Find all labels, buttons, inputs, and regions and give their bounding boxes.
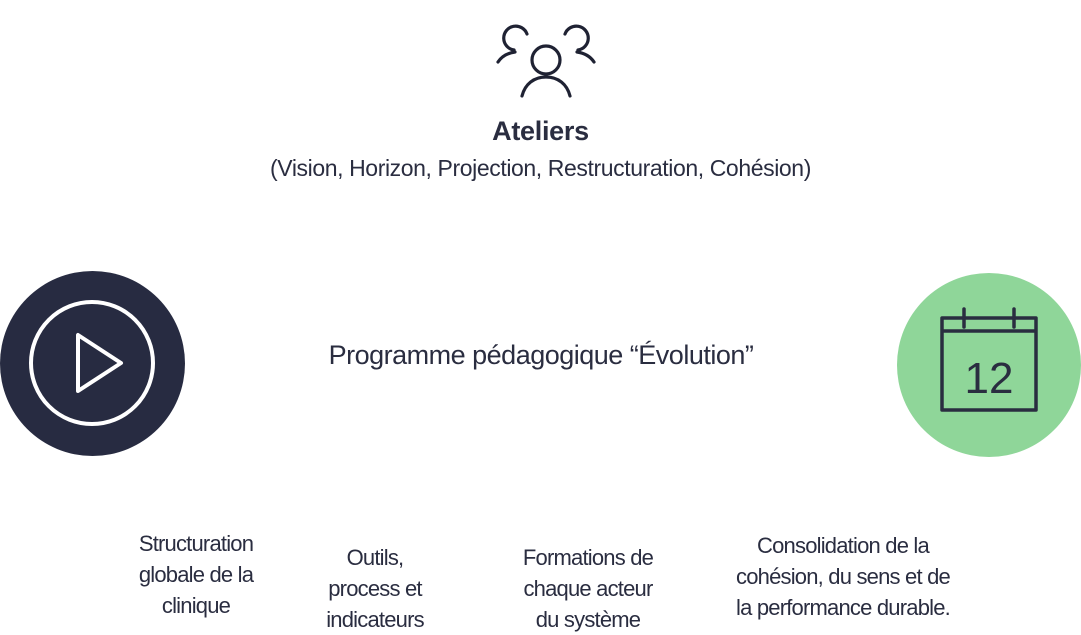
column-line: Consolidation de la (757, 533, 930, 558)
ateliers-title: Ateliers (492, 116, 589, 146)
column-line: du système (535, 607, 641, 632)
column-line: clinique (161, 593, 231, 618)
play-button[interactable] (0, 271, 185, 456)
play-icon (29, 300, 155, 426)
column-consolidation: Consolidation de la cohésion, du sens et… (705, 530, 981, 623)
calendar-day: 12 (965, 354, 1014, 403)
calendar-badge: 12 (897, 273, 1081, 457)
column-line: chaque acteur (523, 576, 653, 601)
column-line: globale de la (138, 562, 254, 587)
column-line: indicateurs (326, 607, 424, 632)
column-line: Structuration (138, 531, 254, 556)
column-line: process et (328, 576, 422, 601)
column-line: Formations de (522, 545, 654, 570)
ateliers-subtitle: (Vision, Horizon, Projection, Restructur… (270, 155, 811, 181)
column-line: Outils, (346, 545, 405, 570)
column-line: cohésion, du sens et de (736, 564, 951, 589)
column-structuration: Structuration globale de la clinique (110, 528, 282, 621)
column-outils: Outils, process et indicateurs (300, 542, 450, 635)
column-formations: Formations de chaque acteur du système (490, 542, 686, 635)
column-line: la performance durable. (736, 595, 951, 620)
program-title: Programme pédagogique “Évolution” (328, 340, 754, 370)
team-icon (494, 20, 598, 98)
calendar-icon: 12 (940, 307, 1038, 412)
